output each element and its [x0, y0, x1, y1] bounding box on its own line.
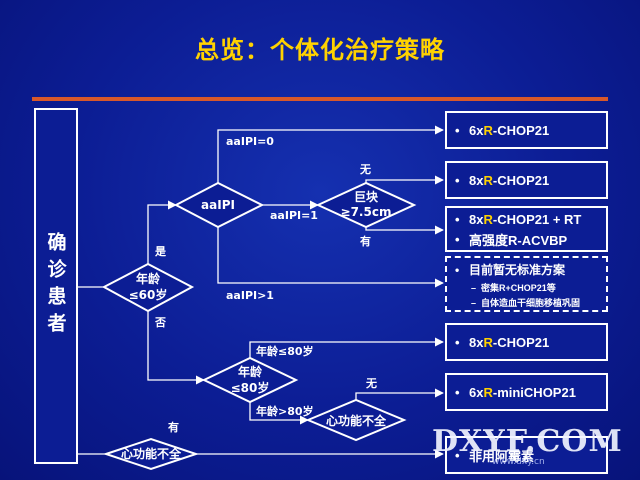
age60-line2: ≤60岁: [129, 287, 168, 302]
label-bulky-yes: 有: [360, 234, 371, 248]
o5-r: R: [483, 334, 493, 350]
o3a-pre: 8x: [469, 212, 484, 227]
bullet: •: [455, 122, 460, 138]
o4-sub1-row: – 密集R+CHOP21等: [471, 281, 606, 294]
watermark-text: DXYF.COM: [432, 424, 623, 459]
label-bulky-none: 无: [359, 163, 371, 176]
bullet: •: [455, 232, 460, 247]
cardiac-mid-label: 心功能不全: [326, 413, 387, 428]
o5-pre: 8x: [469, 334, 484, 350]
edge-age60-age80: [147, 311, 205, 385]
title-divider: [32, 97, 608, 101]
o6-pre: 6x: [469, 384, 484, 400]
o6-r: R: [483, 384, 493, 400]
o7-text: 非用阿霉素: [469, 448, 535, 464]
o4-sub2: 自体造血干细胞移植巩固: [481, 298, 581, 308]
decision-age-60: [101, 262, 195, 313]
o3a-post: -CHOP21 + RT: [492, 212, 582, 227]
o1-post: -CHOP21: [492, 122, 550, 138]
edge-bulky-none: [365, 175, 444, 185]
bulky-line1: 巨块: [354, 189, 379, 204]
o4-sub1: 密集R+CHOP21等: [481, 283, 556, 293]
decision-bulky: [315, 181, 417, 229]
o3-line2: • 高强度R-ACVBP: [455, 230, 606, 249]
edge-aaipi-0: [217, 125, 444, 183]
label-no: 否: [154, 316, 166, 329]
decision-age-80: [201, 356, 299, 404]
edge-age-gt80: [249, 402, 309, 425]
outcome-4: • 目前暂无标准方案 – 密集R+CHOP21等 – 自体造血干细胞移植巩固: [445, 256, 608, 312]
bullet: •: [455, 172, 460, 188]
label-cardiac-none: 无: [365, 377, 377, 390]
o2-r: R: [483, 172, 493, 188]
o5-post: -CHOP21: [492, 334, 550, 350]
label-aaipi-1: aaIPI=1: [270, 209, 318, 222]
bullet: •: [455, 384, 460, 400]
aaipi-label: aaIPI: [201, 198, 235, 212]
bullet: •: [455, 447, 460, 463]
label-aaipi-0: aaIPI=0: [226, 135, 274, 148]
edge-age60-aaipi: [147, 200, 177, 264]
o3a-r: R: [483, 212, 493, 227]
edge-age-le80: [249, 337, 444, 358]
edge-bulky-yes: [365, 225, 444, 235]
slide-title: 总览：个体化治疗策略: [195, 36, 445, 64]
o4-head: 目前暂无标准方案: [469, 263, 566, 277]
age60-line1: 年龄: [136, 271, 161, 286]
o4-head-row: • 目前暂无标准方案: [455, 261, 606, 278]
label-age-gt80: 年龄>80岁: [256, 404, 314, 418]
edge-cardiac-none: [355, 388, 444, 400]
bullet: •: [455, 262, 460, 277]
diagnosis-label: 确诊患者: [44, 232, 67, 340]
label-age-le80: 年龄≤80岁: [256, 344, 314, 358]
diagnosis-box: 确诊患者: [34, 108, 78, 464]
age80-line1: 年龄: [238, 364, 263, 379]
watermark-url: www.dxy.cn: [492, 457, 545, 467]
decision-cardiac-mid: [305, 398, 407, 442]
label-cardiac-yes: 有: [168, 420, 179, 434]
dash: –: [471, 282, 477, 293]
bullet: •: [455, 212, 460, 227]
decision-aaipi: [173, 181, 265, 229]
o1-r: R: [483, 122, 493, 138]
o2-pre: 8x: [469, 172, 484, 188]
label-yes: 是: [154, 245, 167, 258]
dash: –: [471, 297, 477, 308]
cardiac-bottom-label: 心功能不全: [121, 446, 182, 461]
bullet: •: [455, 334, 460, 350]
watermark: DXYF.COM www.dxy.cn: [432, 424, 638, 480]
o6-post: -miniCHOP21: [492, 384, 576, 400]
outcome-7: • 非用阿霉素: [445, 436, 608, 474]
o1-pre: 6x: [469, 122, 484, 138]
decision-cardiac-bottom: [102, 437, 200, 471]
label-aaipi-gt1: aaIPI>1: [226, 289, 274, 302]
o4-sub2-row: – 自体造血干细胞移植巩固: [471, 296, 606, 309]
edge-aaipi-gt1: [217, 227, 444, 288]
o2-post: -CHOP21: [492, 172, 550, 188]
o3b-text: 高强度R-ACVBP: [469, 233, 568, 248]
age80-line2: ≤80岁: [231, 380, 270, 395]
bulky-line2: ≥7.5cm: [341, 205, 392, 219]
